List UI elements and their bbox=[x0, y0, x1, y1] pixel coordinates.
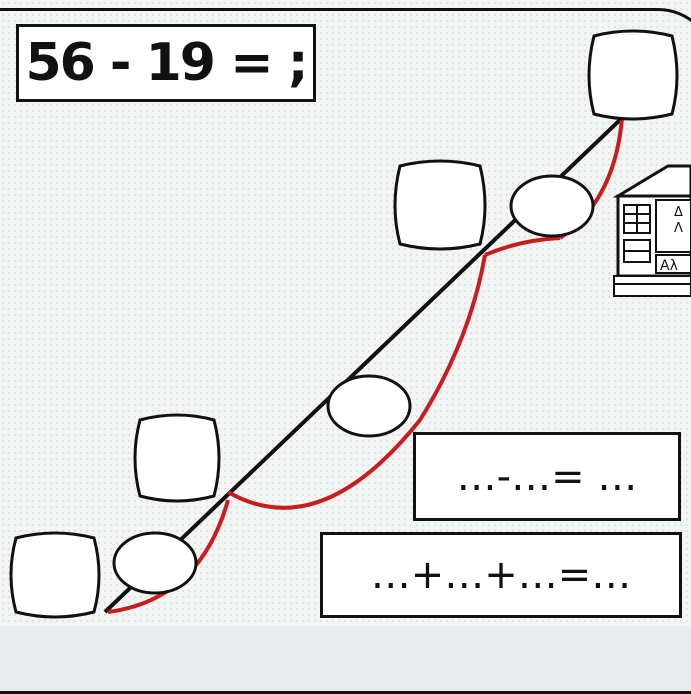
hop-value-box-1[interactable] bbox=[133, 413, 221, 503]
equation-box: 56 - 19 = ; bbox=[16, 24, 316, 102]
subtraction-template-text: …-…= … bbox=[456, 453, 638, 500]
svg-text:Λ: Λ bbox=[674, 221, 683, 236]
equation-text: 56 - 19 = ; bbox=[25, 33, 308, 93]
line-point-ellipse-3[interactable] bbox=[509, 174, 595, 238]
line-point-ellipse-1[interactable] bbox=[112, 531, 198, 595]
school-building-icon: Δ Λ Αλ bbox=[612, 164, 691, 297]
svg-text:Δ: Δ bbox=[674, 205, 683, 220]
end-value-box[interactable] bbox=[587, 29, 679, 121]
line-point-ellipse-2[interactable] bbox=[326, 374, 412, 438]
addition-template-text: …+…+…=… bbox=[370, 552, 632, 598]
worksheet-background bbox=[0, 0, 691, 626]
number-line-diagram: Δ Λ Αλ bbox=[9, 29, 691, 619]
hop-arc-2 bbox=[227, 254, 487, 510]
subtraction-template-box[interactable]: …-…= … bbox=[413, 432, 681, 521]
svg-text:Αλ: Αλ bbox=[660, 258, 678, 274]
start-value-box[interactable] bbox=[9, 531, 101, 619]
hop-value-box-2[interactable] bbox=[393, 159, 487, 251]
hop-arc-3 bbox=[484, 236, 561, 257]
addition-template-box[interactable]: …+…+…=… bbox=[320, 532, 682, 618]
